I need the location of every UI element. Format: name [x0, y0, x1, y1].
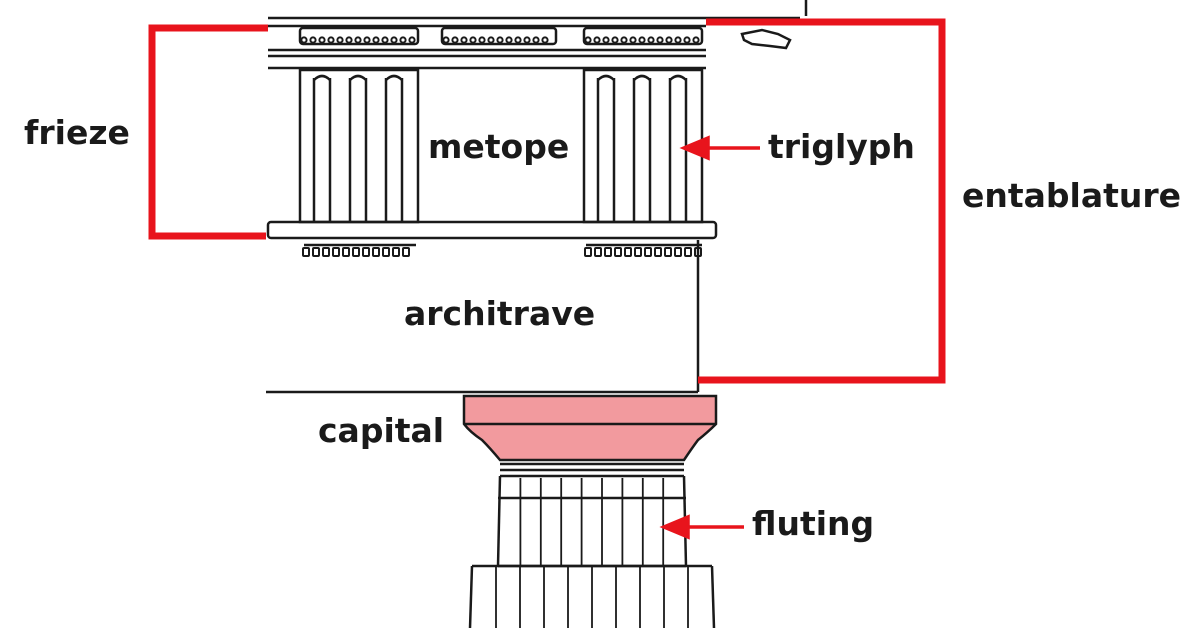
regula-gutta — [352, 247, 360, 257]
mutule-gutta — [460, 36, 468, 44]
mutule-block — [582, 26, 704, 46]
mutule-guttae — [300, 36, 700, 44]
mutule-block — [298, 26, 420, 46]
mutule-gutta — [345, 36, 353, 44]
entablature-label: entablature — [962, 176, 1182, 215]
mutule-gutta — [638, 36, 646, 44]
triglyph-grooves — [312, 74, 688, 222]
regula-gutta — [594, 247, 602, 257]
triglyph-groove-top — [313, 74, 331, 81]
mutule-gutta — [514, 36, 522, 44]
triglyph-label: triglyph — [768, 127, 915, 166]
upper-flutes — [519, 478, 665, 566]
mutule-gutta — [478, 36, 486, 44]
regula-gutta — [372, 247, 380, 257]
mutule-gutta — [451, 36, 459, 44]
regula-gutta — [634, 247, 642, 257]
triglyph-groove-top — [633, 74, 651, 81]
mutule-gutta — [629, 36, 637, 44]
regula-gutta — [322, 247, 330, 257]
mutule-gutta — [354, 36, 362, 44]
mutule-gutta — [442, 36, 450, 44]
triglyph-arrowhead — [679, 135, 710, 161]
mutule-gutta — [611, 36, 619, 44]
regula-gutta — [332, 247, 340, 257]
mutule-gutta — [541, 36, 549, 44]
mutule-gutta — [620, 36, 628, 44]
capital-label: capital — [318, 411, 445, 450]
cornice-corner-ornament — [740, 0, 808, 50]
mutule-gutta — [309, 36, 317, 44]
triglyph-groove-top — [385, 74, 403, 81]
mutule-gutta — [408, 36, 416, 44]
mutule-gutta — [381, 36, 389, 44]
mutule-gutta — [399, 36, 407, 44]
regula-gutta — [342, 247, 350, 257]
architrave-label: architrave — [404, 294, 596, 333]
lower-flutes — [495, 566, 689, 628]
mutule-gutta — [692, 36, 700, 44]
mutule-gutta — [584, 36, 592, 44]
triglyph-groove-top — [349, 74, 367, 81]
mutule-gutta — [363, 36, 371, 44]
regula-gutta — [624, 247, 632, 257]
regula-gutta — [654, 247, 662, 257]
fluting-label: fluting — [752, 504, 875, 543]
shaft-edge — [468, 565, 474, 628]
regula-gutta — [302, 247, 310, 257]
shaft-edge — [496, 475, 502, 567]
mutule-gutta — [496, 36, 504, 44]
regula-gutta — [664, 247, 672, 257]
mutule-gutta — [487, 36, 495, 44]
regula-gutta — [402, 247, 410, 257]
regula-gutta — [644, 247, 652, 257]
regula-gutta — [604, 247, 612, 257]
triglyph-groove-top — [597, 74, 615, 81]
capital-abacus-echinus — [462, 394, 718, 462]
mutule-gutta — [656, 36, 664, 44]
mutule-gutta — [665, 36, 673, 44]
metope-label: metope — [428, 127, 570, 166]
mutule-gutta — [602, 36, 610, 44]
regula-gutta — [392, 247, 400, 257]
frieze-label: frieze — [24, 113, 130, 152]
mutule-gutta — [300, 36, 308, 44]
mutule-gutta — [372, 36, 380, 44]
frieze-bracket — [148, 24, 268, 240]
taenia — [266, 220, 718, 240]
mutule-gutta — [469, 36, 477, 44]
regula-gutta — [584, 247, 592, 257]
regula-gutta — [362, 247, 370, 257]
regula-gutta — [614, 247, 622, 257]
mutule-block — [440, 26, 558, 46]
regula-gutta — [382, 247, 390, 257]
regula-guttae — [302, 247, 702, 257]
mutule-gutta — [318, 36, 326, 44]
mutule-gutta — [327, 36, 335, 44]
mutule-gutta — [532, 36, 540, 44]
mutule-gutta — [593, 36, 601, 44]
mutule-gutta — [390, 36, 398, 44]
mutule-gutta — [647, 36, 655, 44]
mutule-gutta — [683, 36, 691, 44]
fluting-arrowhead — [659, 514, 690, 540]
triglyph-left — [298, 68, 420, 224]
mutule-gutta — [523, 36, 531, 44]
entablature-bracket — [698, 18, 946, 384]
mutule-gutta — [674, 36, 682, 44]
mutule-gutta — [505, 36, 513, 44]
shaft-edge — [710, 565, 716, 628]
triglyph-groove-top — [669, 74, 687, 81]
column-drawing — [266, 0, 808, 628]
regula-gutta — [674, 247, 682, 257]
regula-gutta — [312, 247, 320, 257]
mutule-gutta — [336, 36, 344, 44]
regula-gutta — [684, 247, 692, 257]
